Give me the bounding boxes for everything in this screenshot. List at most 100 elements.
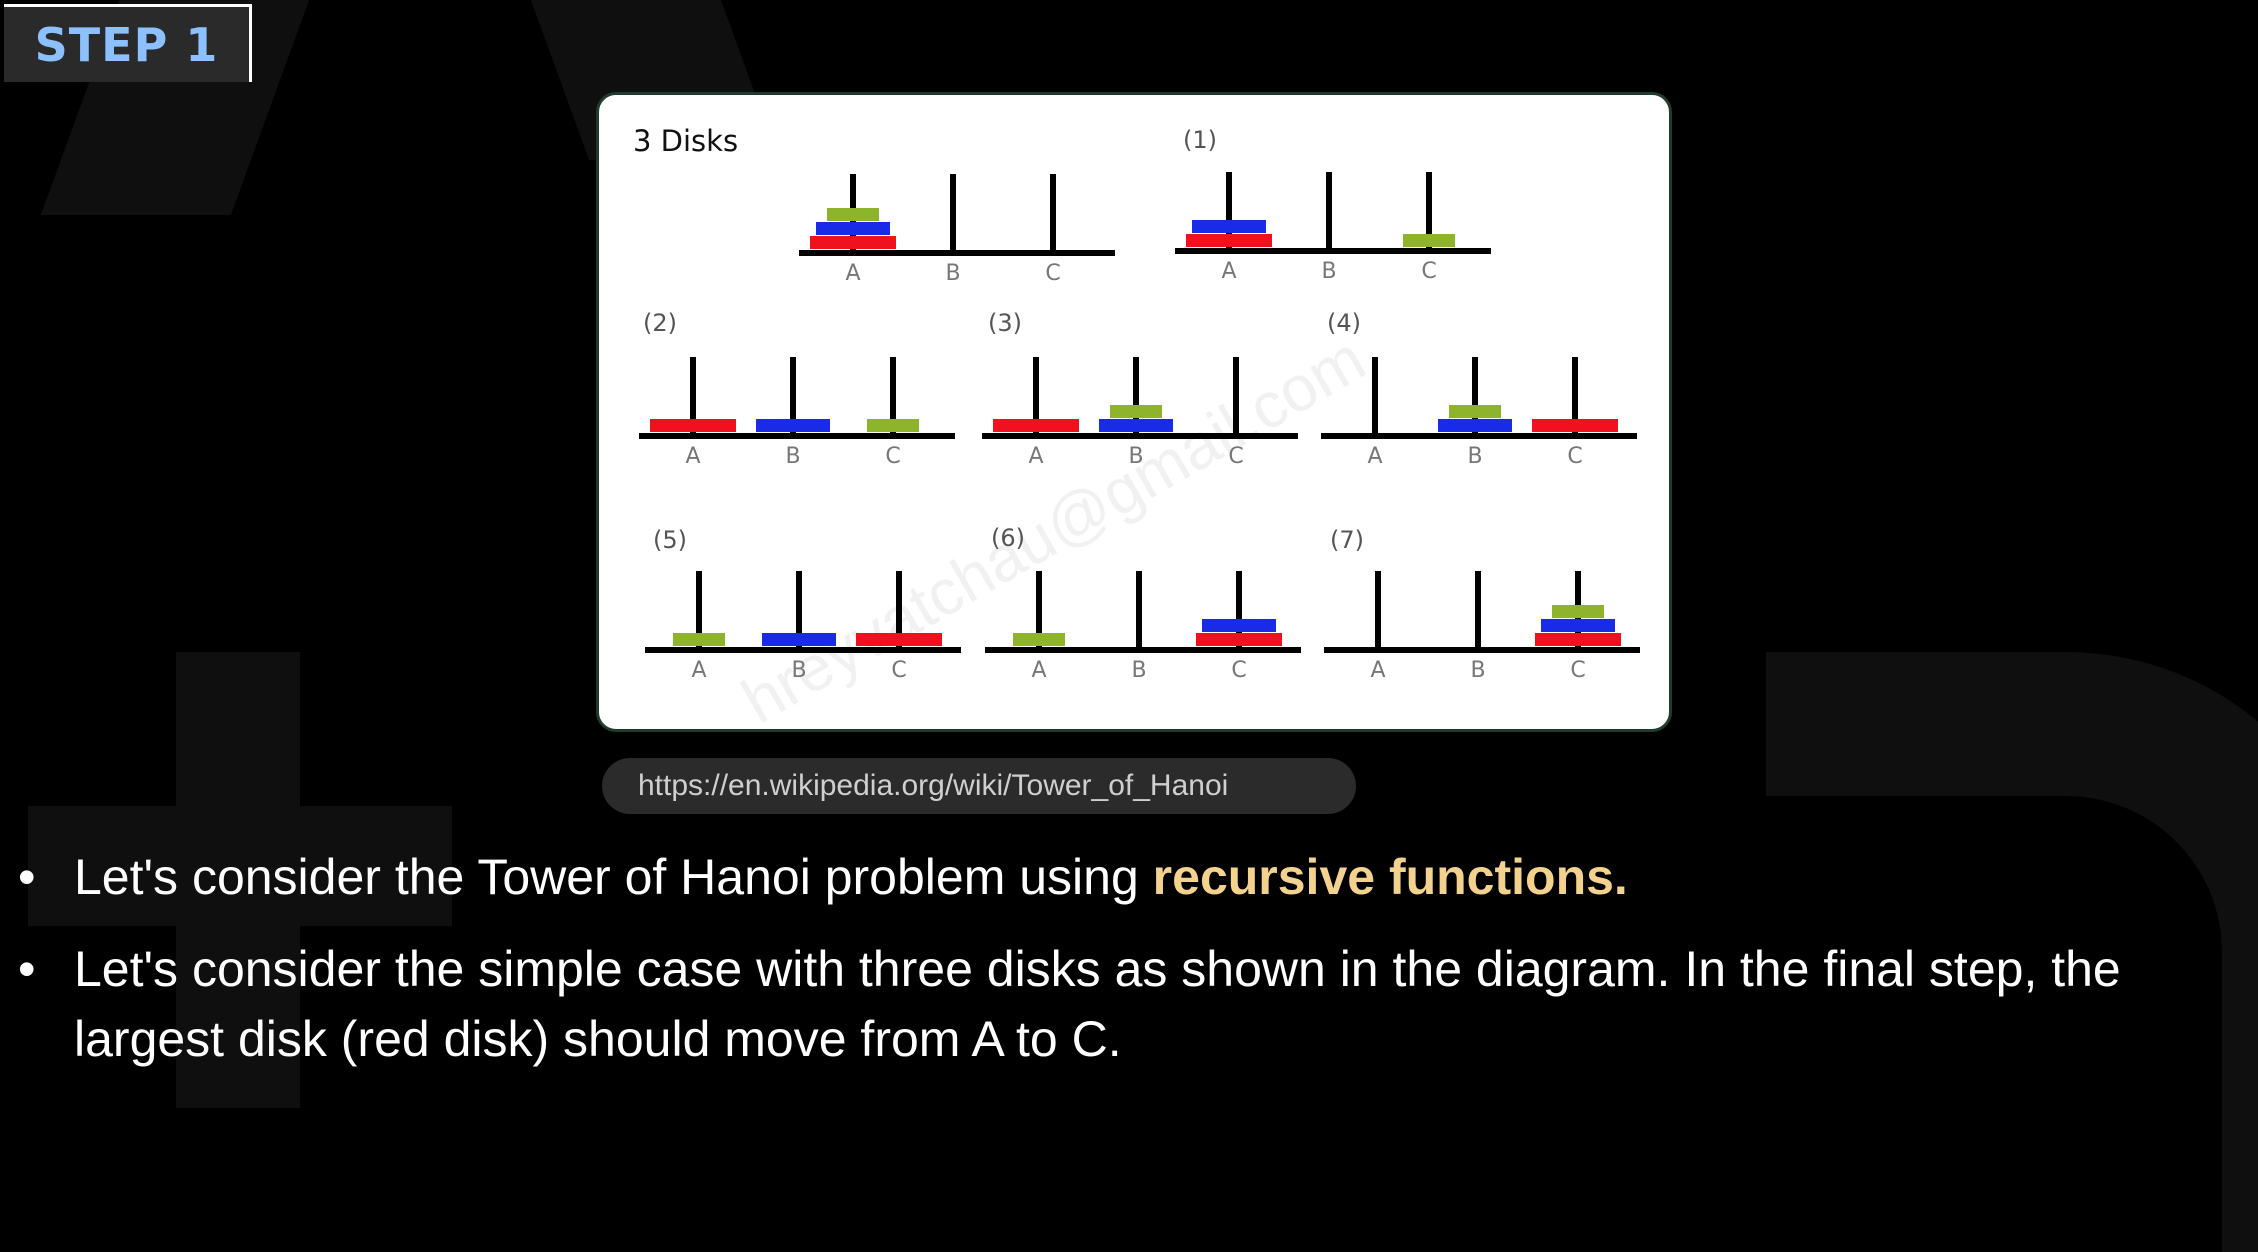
hanoi-peg [1033, 357, 1039, 433]
hanoi-peg [890, 357, 896, 433]
peg-label: B [945, 261, 960, 286]
diagram-title: 3 Disks [633, 124, 738, 158]
bullet-dot: • [18, 849, 36, 905]
hanoi-peg [1426, 172, 1432, 248]
hanoi-peg [1572, 357, 1578, 433]
hanoi-panel: A B C (3) [982, 309, 1298, 469]
hanoi-disk-small [673, 633, 725, 646]
hanoi-disk-medium [1099, 419, 1173, 432]
hanoi-disk-large [1532, 419, 1618, 432]
bullet-1-highlight: recursive functions. [1152, 849, 1628, 905]
hanoi-peg [1375, 571, 1381, 647]
hanoi-disk-medium [1192, 220, 1266, 233]
hanoi-base [639, 433, 955, 439]
hanoi-disk-large [810, 236, 896, 249]
hanoi-peg [1050, 174, 1056, 250]
peg-label: C [1421, 259, 1436, 284]
hanoi-peg [1233, 357, 1239, 433]
hanoi-disk-small [1449, 405, 1501, 418]
peg-label: C [1228, 444, 1243, 469]
bullet-1-text: Let's consider the Tower of Hanoi proble… [74, 849, 1153, 905]
hanoi-peg [896, 571, 902, 647]
panel-step-label: (6) [991, 524, 1025, 552]
hanoi-disk-small [1110, 405, 1162, 418]
hanoi-panel: A B C [799, 174, 1115, 286]
bullet-dot: • [18, 941, 36, 997]
hanoi-peg [1372, 357, 1378, 433]
hanoi-disk-medium [816, 222, 890, 235]
peg-label: A [691, 658, 706, 683]
peg-label: C [1231, 658, 1246, 683]
hanoi-peg [1326, 172, 1332, 248]
panel-step-label: (7) [1330, 526, 1364, 554]
hanoi-peg [1136, 571, 1142, 647]
hanoi-peg [690, 357, 696, 433]
hanoi-disk-large [650, 419, 736, 432]
hanoi-disk-small [1013, 633, 1065, 646]
peg-label: B [1470, 658, 1485, 683]
peg-label: B [785, 444, 800, 469]
hanoi-diagram: hreyvatchau@gmail.com 3 Disks A B C A B C (1) A… [633, 124, 1640, 729]
step-badge-label: STEP 1 [34, 17, 219, 72]
hanoi-peg [790, 357, 796, 433]
hanoi-disk-medium [1202, 619, 1276, 632]
peg-label: B [1467, 444, 1482, 469]
hanoi-base [799, 250, 1115, 256]
peg-label: A [845, 261, 860, 286]
diagram-watermark: hreyvatchau@gmail.com [730, 322, 1377, 729]
peg-label: C [1045, 261, 1060, 286]
step-badge: STEP 1 [4, 4, 252, 82]
hanoi-peg [1236, 571, 1242, 647]
hanoi-panel: A B C (6) [985, 524, 1301, 683]
panel-step-label: (2) [643, 309, 677, 337]
hanoi-base [645, 647, 961, 653]
peg-label: C [891, 658, 906, 683]
panel-step-label: (4) [1327, 309, 1361, 337]
peg-label: A [685, 444, 700, 469]
hanoi-disk-large [1186, 234, 1272, 247]
bullet-2-text: Let's consider the simple case with thre… [74, 941, 2121, 1067]
source-url-link[interactable]: https://en.wikipedia.org/wiki/Tower_of_H… [602, 758, 1356, 814]
hanoi-disk-large [993, 419, 1079, 432]
hanoi-disk-small [1403, 234, 1455, 247]
peg-label: B [791, 658, 806, 683]
hanoi-panel: A B C (2) [639, 309, 955, 469]
peg-label: B [1131, 658, 1146, 683]
hanoi-peg [1226, 172, 1232, 248]
hanoi-peg [796, 571, 802, 647]
hanoi-peg [696, 571, 702, 647]
hanoi-panel: A B C (5) [645, 526, 961, 683]
source-url-text[interactable]: https://en.wikipedia.org/wiki/Tower_of_H… [638, 769, 1229, 802]
peg-label: A [1028, 444, 1043, 469]
hanoi-peg [1475, 571, 1481, 647]
hanoi-disk-large [856, 633, 942, 646]
peg-label: B [1128, 444, 1143, 469]
peg-label: A [1367, 444, 1382, 469]
hanoi-peg [1036, 571, 1042, 647]
hanoi-base [982, 433, 1298, 439]
panel-step-label: (5) [653, 526, 687, 554]
peg-label: B [1321, 259, 1336, 284]
hanoi-disk-medium [1438, 419, 1512, 432]
peg-label: C [885, 444, 900, 469]
hanoi-disk-small [1552, 605, 1604, 618]
hanoi-panel: A B C (4) [1321, 309, 1637, 469]
background-shape-plus-horizontal [28, 806, 452, 926]
hanoi-disk-small [867, 419, 919, 432]
hanoi-diagram-card: hreyvatchau@gmail.com 3 Disks A B C A B C (1) A… [596, 92, 1672, 732]
hanoi-peg [1133, 357, 1139, 433]
peg-label: A [1370, 658, 1385, 683]
panel-step-label: (3) [988, 309, 1022, 337]
hanoi-disk-large [1196, 633, 1282, 646]
hanoi-peg [950, 174, 956, 250]
hanoi-base [1321, 433, 1637, 439]
hanoi-base [1324, 647, 1640, 653]
hanoi-disk-medium [762, 633, 836, 646]
peg-label: A [1221, 259, 1236, 284]
peg-label: C [1567, 444, 1582, 469]
hanoi-disk-large [1535, 633, 1621, 646]
peg-label: A [1031, 658, 1046, 683]
hanoi-peg [1472, 357, 1478, 433]
panel-step-label: (1) [1183, 126, 1217, 154]
